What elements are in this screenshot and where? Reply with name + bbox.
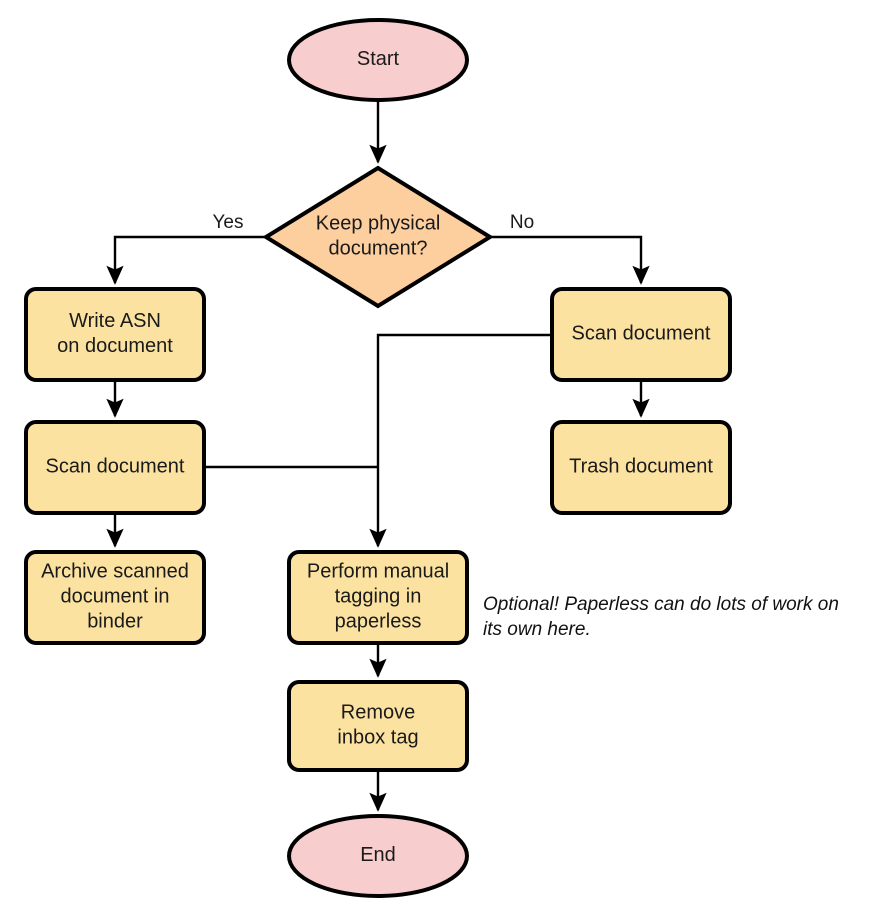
process-shape	[24, 287, 206, 382]
terminal-shape	[287, 18, 469, 102]
node-scan-document-right[interactable]: Scan document	[550, 287, 732, 382]
process-shape	[24, 420, 206, 515]
node-scan-document-left[interactable]: Scan document	[24, 420, 206, 515]
annotation-optional-note: Optional! Paperless can do lots of work …	[483, 594, 839, 640]
node-label: Scan document	[46, 456, 185, 478]
terminal-shape	[287, 814, 469, 898]
node-start[interactable]: Start	[287, 18, 469, 102]
node-trash-document[interactable]: Trash document	[550, 420, 732, 515]
edge-label-no-label: No	[510, 212, 534, 233]
edge-decision-yes-to-write-asn	[106, 235, 266, 285]
process-shape	[24, 550, 206, 645]
edge-label-yes-label: Yes	[213, 212, 244, 233]
node-label: Start	[357, 48, 400, 70]
process-shape	[287, 550, 469, 645]
process-shape	[287, 680, 469, 772]
node-label: Scan document	[572, 323, 711, 345]
edge-scan-right-to-tagging	[369, 333, 552, 548]
annotations-layer: Optional! Paperless can do lots of work …	[483, 594, 839, 640]
edge-decision-no-to-scan-right	[490, 235, 650, 285]
node-end[interactable]: End	[287, 814, 469, 898]
decision-shape	[262, 165, 494, 309]
process-shape	[550, 420, 732, 515]
process-shape	[550, 287, 732, 382]
edge-labels-layer: Yes No	[213, 212, 535, 233]
node-label: Trash document	[569, 456, 713, 478]
node-label: End	[360, 844, 396, 866]
edges-layer	[106, 100, 650, 812]
